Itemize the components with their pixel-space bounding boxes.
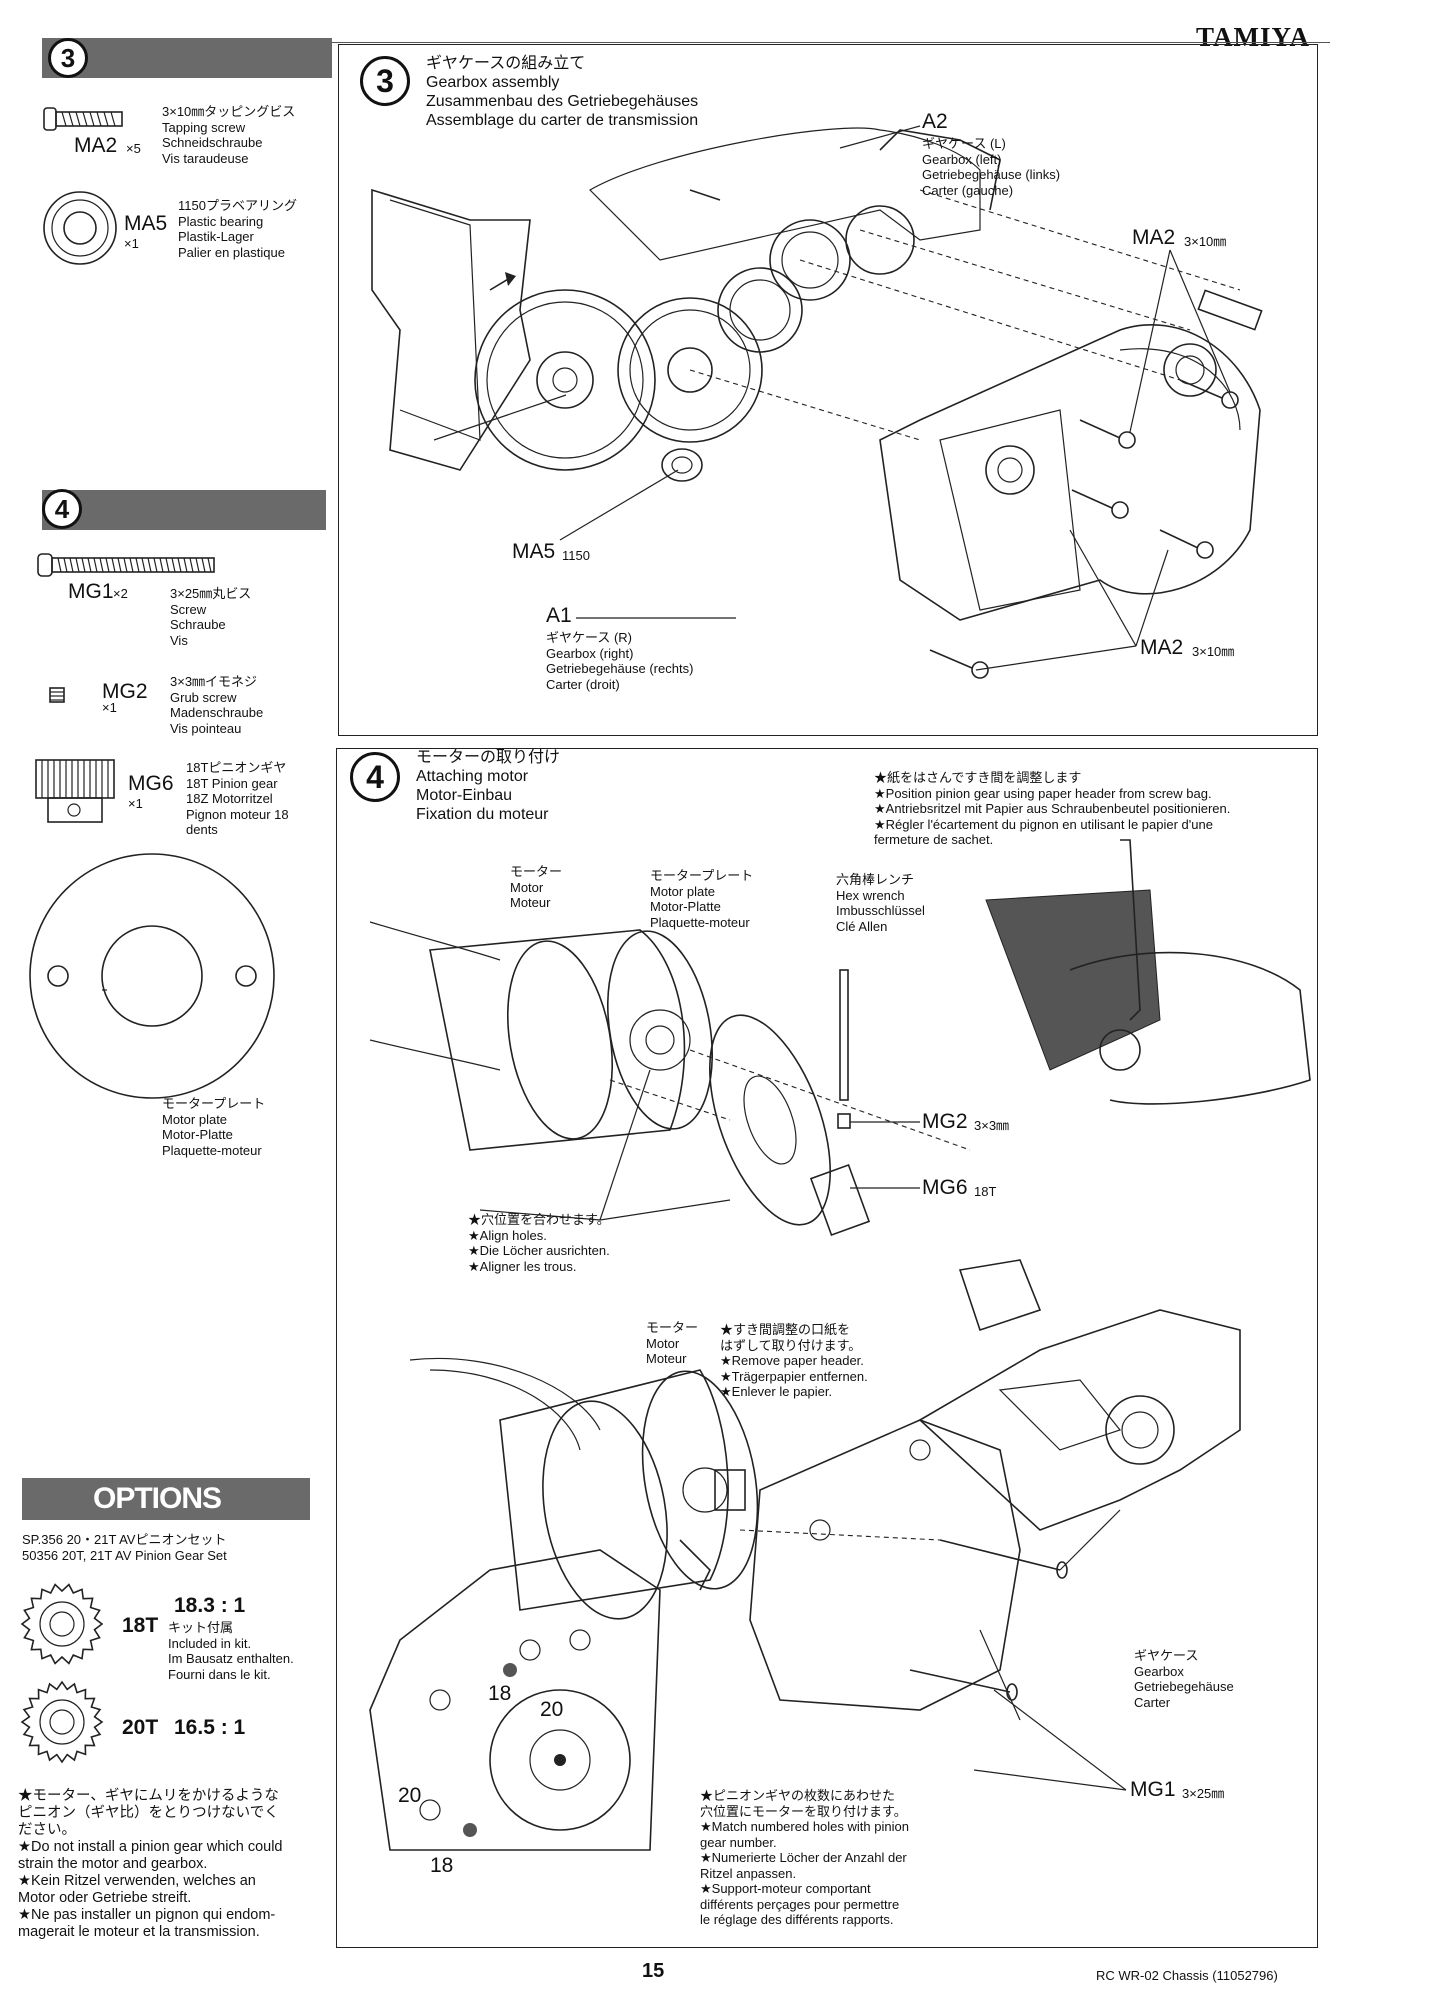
options-item: SP.356 20・21T AVピニオンセット 50356 20T, 21T A… (22, 1532, 227, 1563)
ma2-description: 3×10㎜タッピングビス Tapping screw Schneidschrau… (162, 104, 296, 166)
mg1-qty: ×2 (113, 586, 128, 601)
mg2-qty: ×1 (102, 700, 117, 715)
option18-ratio: 18.3 : 1 (174, 1594, 246, 1617)
ma5-qty: ×1 (124, 236, 139, 251)
a2-description: ギヤケース (L) Gearbox (left) Getriebegehäuse… (922, 136, 1061, 198)
step4-panel (336, 748, 1318, 1948)
ma2-bottom-code: MA2 (1140, 636, 1184, 659)
mg1-callout-code: MG1 (1130, 1778, 1176, 1801)
a1-description: ギヤケース (R) Gearbox (right) Getriebegehäus… (546, 630, 694, 692)
brand-logo: TAMIYA (1196, 22, 1311, 52)
grub-screw-icon (49, 687, 65, 703)
gearbox-assembly-drawing (371, 127, 1263, 679)
step3-title: ギヤケースの組み立て Gearbox assembly Zusammenbau … (426, 55, 699, 129)
ma5-leader (559, 469, 679, 541)
round-screw-icon (37, 553, 215, 577)
mg6-qty: ×1 (128, 796, 143, 811)
ma2-top-leaders (1129, 249, 1231, 433)
a2-leader (839, 125, 921, 149)
ma5-code: MA5 (124, 212, 168, 235)
a2-code: A2 (922, 110, 948, 133)
page-number: 15 (642, 1960, 665, 1982)
option18-note: キット付属 Included in kit. Im Bausatz enthal… (168, 1620, 294, 1682)
paper-note: ★紙をはさんですき間を調整します ★Position pinion gear u… (874, 770, 1231, 847)
options-warning: ★モーター、ギヤにムリをかけるような ピニオン（ギヤ比）をとりつけないでく ださ… (18, 1788, 283, 1940)
motor-to-gearbox-drawing (369, 1259, 1241, 1851)
ma2-qty: ×5 (126, 141, 141, 156)
mg6-callout-size: 18T (974, 1184, 997, 1199)
motor-assembly-drawing (369, 839, 1311, 1237)
mg-leaders (850, 1121, 920, 1189)
a1-leader (576, 617, 736, 619)
mg2-callout-size: 3×3㎜ (974, 1118, 1010, 1133)
motor-label: モーター Motor Moteur (510, 864, 563, 910)
ma5-description: 1150プラベアリング Plastic bearing Plastik-Lage… (178, 198, 297, 260)
ma2-top-code: MA2 (1132, 226, 1176, 249)
tapping-screw-icon (43, 107, 123, 131)
ma5-callout-code: MA5 (512, 540, 556, 563)
align-note: ★穴位置を合わせます。 ★Align holes. ★Die Löcher au… (468, 1212, 610, 1274)
step4-title: モーターの取り付け Attaching motor Motor-Einbau F… (416, 749, 561, 823)
option20-ratio: 16.5 : 1 (174, 1716, 246, 1739)
mg2-code: MG2 (102, 680, 148, 703)
options-title: OPTIONS (92, 1482, 222, 1515)
hole-18-top: 18 (488, 1682, 512, 1705)
mg6-code: MG6 (128, 772, 174, 795)
hole-20-top: 20 (540, 1698, 564, 1721)
mg1-code: MG1 (68, 580, 114, 603)
step3-panel (338, 44, 1318, 736)
gear-20t-icon (20, 1680, 104, 1764)
ma2-bottom-leaders (975, 529, 1169, 671)
ma2-top-size: 3×10㎜ (1184, 234, 1227, 249)
mg2-callout-code: MG2 (922, 1110, 968, 1133)
ma2-bottom-size: 3×10㎜ (1192, 644, 1235, 659)
step4-number: 4 (350, 752, 400, 802)
model-name: RC WR-02 Chassis (11052796) (1096, 1968, 1278, 1983)
mg6-callout-code: MG6 (922, 1176, 968, 1199)
hole-20-left: 20 (398, 1784, 422, 1807)
remove-paper-note: ★すき間調整の口紙を はずして取り付けます。 ★Remove paper hea… (720, 1322, 868, 1399)
motor-plate-icon (29, 853, 275, 1099)
gear-18t-icon (20, 1583, 104, 1665)
ma5-callout-size: 1150 (562, 548, 590, 563)
gearbox-label: ギヤケース Gearbox Getriebegehäuse Carter (1134, 1648, 1234, 1710)
step3-number: 3 (360, 56, 410, 106)
motor-plate-callout: モータープレート Motor plate Motor-Platte Plaque… (650, 868, 754, 930)
ma2-code: MA2 (74, 134, 118, 157)
a1-code: A1 (546, 604, 572, 627)
motor-plate-label: モータープレート Motor plate Motor-Platte Plaque… (162, 1096, 266, 1158)
match-holes-note: ★ピニオンギヤの枚数にあわせた 穴位置にモーターを取り付けます。 ★Match … (700, 1788, 909, 1927)
step4-parts-number: 4 (42, 489, 82, 529)
hex-wrench-label: 六角棒レンチ Hex wrench Imbusschlüssel Clé All… (836, 872, 925, 934)
option20-teeth: 20T (122, 1716, 159, 1739)
mg1-leaders (973, 1689, 1127, 1791)
top-rule (330, 42, 1330, 43)
plastic-bearing-icon (43, 191, 117, 265)
mg2-description: 3×3㎜イモネジ Grub screw Madenschraube Vis po… (170, 674, 264, 736)
step3-parts-bar (42, 38, 332, 78)
options-banner (22, 1478, 310, 1520)
step3-parts-number: 3 (48, 38, 88, 78)
pinion-gear-icon (35, 759, 115, 823)
mg1-description: 3×25㎜丸ビス Screw Schraube Vis (170, 586, 252, 648)
hole-18-bottom: 18 (430, 1854, 454, 1877)
step4-parts-bar (42, 490, 326, 530)
motor2-label: モーター Motor Moteur (646, 1320, 699, 1366)
mg6-description: 18Tピニオンギヤ 18T Pinion gear 18Z Motorritze… (186, 760, 289, 837)
mg1-callout-size: 3×25㎜ (1182, 1786, 1225, 1801)
option18-teeth: 18T (122, 1614, 159, 1637)
